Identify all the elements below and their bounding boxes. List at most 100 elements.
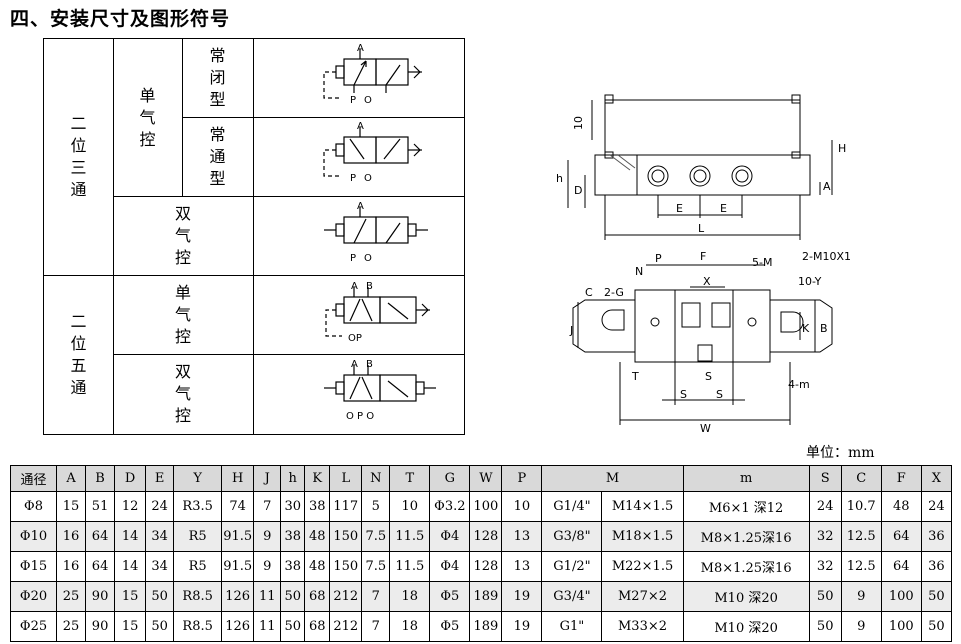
single-pilot-5way-label: 单 气 控 — [113, 275, 253, 354]
label-char: 单 — [139, 85, 156, 105]
table-cell: 34 — [145, 521, 175, 552]
column-header: T — [389, 465, 431, 492]
table-cell: 15 — [114, 611, 147, 642]
group-5way-label: 二 位 五 通 — [44, 275, 113, 434]
table-cell: 50 — [808, 581, 842, 612]
table-cell: 74 — [221, 491, 255, 522]
table-cell: 9 — [840, 611, 882, 642]
table-cell: 11.5 — [389, 521, 431, 552]
table-cell: 9 — [840, 581, 882, 612]
label-char: 双 — [174, 203, 191, 223]
dim-label: H — [838, 142, 846, 155]
double-pilot-5way-label: 双 气 控 — [113, 354, 253, 434]
table-cell: Φ15 — [9, 551, 58, 582]
table-cell: 16 — [56, 551, 87, 582]
column-header: L — [329, 465, 363, 492]
label-char: 型 — [209, 168, 226, 188]
dim-label: N — [635, 265, 643, 278]
label-char: 通 — [70, 180, 87, 199]
column-header: K — [304, 465, 331, 492]
table-cell: 91.5 — [221, 521, 255, 552]
valve-symbol-double-3way: A P O — [324, 201, 428, 264]
table-cell: 24 — [145, 491, 175, 522]
table-cell: 14 — [114, 551, 147, 582]
port-label: A — [351, 359, 358, 370]
dim-label: L — [698, 222, 705, 235]
column-header: D — [114, 465, 147, 492]
column-header: J — [253, 465, 282, 492]
dim-label: 4-m — [788, 378, 810, 391]
table-cell: 212 — [329, 611, 363, 642]
divider — [44, 275, 464, 276]
label-char: 通 — [70, 377, 87, 397]
table-cell: 18 — [389, 611, 431, 642]
valve-symbol-nc: A P O — [323, 43, 422, 106]
column-header: X — [920, 465, 953, 492]
dim-label: 2-G — [604, 286, 624, 299]
table-cell: 13 — [501, 551, 543, 582]
table-cell: Φ25 — [9, 611, 58, 642]
table-cell: G3/8" — [541, 521, 603, 552]
table-cell: 150 — [329, 551, 363, 582]
table-cell: 13 — [501, 521, 543, 552]
column-header: F — [880, 465, 922, 492]
table-cell: 15 — [56, 491, 87, 522]
table-cell: M8×1.25深16 — [682, 551, 810, 582]
table-cell: R5 — [173, 551, 223, 582]
table-cell: 128 — [469, 521, 503, 552]
table-cell: 64 — [880, 521, 922, 552]
table-cell: 32 — [808, 551, 842, 582]
divider — [182, 117, 464, 118]
table-cell: 51 — [85, 491, 116, 522]
port-label: P — [350, 253, 356, 264]
divider — [253, 39, 254, 434]
column-header: m — [682, 465, 810, 492]
label-char: 双 — [174, 362, 191, 381]
dim-label: 10-Y — [798, 275, 822, 288]
dim-label: P — [655, 252, 662, 265]
dim-label: 10 — [572, 116, 585, 130]
column-header: W — [469, 465, 503, 492]
dim-label: J — [569, 324, 573, 337]
label-char: 单 — [174, 282, 191, 302]
divider — [113, 39, 114, 434]
dim-label: S — [680, 388, 687, 401]
table-cell: 64 — [85, 551, 116, 582]
table-cell: G1/4" — [541, 491, 603, 522]
label-char: 控 — [174, 247, 191, 267]
label-char: 常 — [209, 124, 226, 144]
port-label: OP — [348, 333, 362, 344]
table-cell: 50 — [145, 611, 175, 642]
table-cell: 50 — [808, 611, 842, 642]
column-header: 通径 — [9, 465, 58, 492]
valve-symbol-no: A P O — [323, 121, 422, 184]
port-label: A — [357, 201, 364, 212]
table-cell: 7 — [361, 581, 391, 612]
table-cell: Φ4 — [429, 521, 471, 552]
table-cell: 12.5 — [840, 521, 882, 552]
column-header: B — [85, 465, 116, 492]
label-char: 二 — [70, 311, 87, 331]
table-cell: 64 — [880, 551, 922, 582]
double-pilot-3way-label: 双 气 控 — [113, 196, 253, 275]
divider — [113, 354, 464, 355]
table-cell: R8.5 — [173, 581, 223, 612]
nc-label: 常 闭 型 — [182, 39, 253, 117]
table-cell: 34 — [145, 551, 175, 582]
column-header: Y — [173, 465, 223, 492]
table-cell: 7.5 — [361, 521, 391, 552]
dim-label: T — [631, 370, 639, 383]
port-label: P — [350, 173, 356, 184]
table-cell: R5 — [173, 521, 223, 552]
table-cell: M18×1.5 — [601, 521, 684, 552]
table-cell: 9 — [253, 521, 282, 552]
column-header: h — [280, 465, 306, 492]
label-char: 气 — [174, 384, 191, 403]
table-cell: 16 — [56, 521, 87, 552]
table-cell: 50 — [920, 611, 953, 642]
table-cell: 11.5 — [389, 551, 431, 582]
table-cell: 48 — [880, 491, 922, 522]
table-cell: 30 — [280, 491, 306, 522]
